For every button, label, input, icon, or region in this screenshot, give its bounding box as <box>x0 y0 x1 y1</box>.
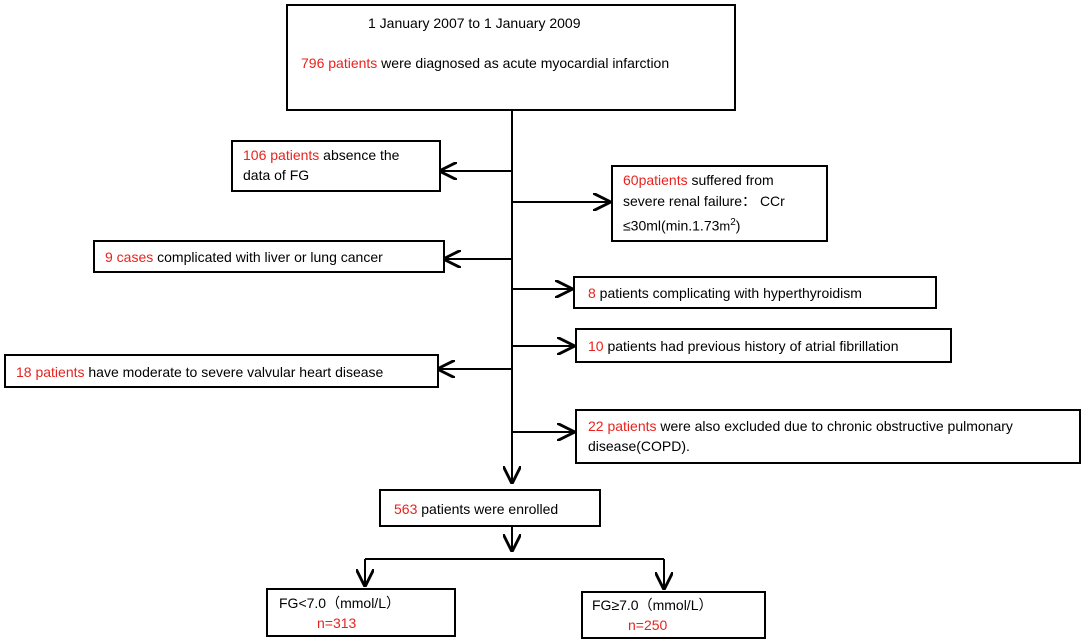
group-low-label: FG<7.0（mmol/L） <box>279 595 400 611</box>
renal-text1: suffered from <box>687 172 774 188</box>
renal-line1: 60patients suffered from <box>623 170 826 191</box>
start-box: 1 January 2007 to 1 January 2009 796 pat… <box>286 4 736 111</box>
valvular-count: 18 patients <box>16 364 85 380</box>
enrolled-count: 563 <box>394 501 418 517</box>
copd-count: 22 patients <box>588 418 657 434</box>
start-text: were diagnosed as acute myocardial infar… <box>377 55 670 71</box>
renal-unit: m <box>719 218 731 234</box>
afib-text: patients had previous history of atrial … <box>603 338 899 354</box>
enrolled-text: patients were enrolled <box>417 501 559 517</box>
cancer-text: complicated with liver or lung cancer <box>153 249 383 265</box>
group-low-n: n=313 <box>317 615 357 631</box>
copd-text1: were also excluded due to chronic obstru… <box>656 418 1013 434</box>
exclusion-afib-box: 10 patients had previous history of atri… <box>575 328 952 363</box>
copd-line1: 22 patients were also excluded due to ch… <box>588 416 1079 436</box>
enrolled-box: 563 patients were enrolled <box>379 489 601 527</box>
exclusion-copd-box: 22 patients were also excluded due to ch… <box>575 409 1081 464</box>
renal-text3b: ) <box>735 217 741 234</box>
fg-missing-line2: data of FG <box>243 167 310 183</box>
group-low-box: FG<7.0（mmol/L） n=313 <box>266 588 456 637</box>
start-count: 796 patients <box>301 55 378 71</box>
renal-line3: ≤30ml(min.1.73m2) <box>623 212 826 237</box>
group-high-box: FG≥7.0（mmol/L） n=250 <box>581 591 766 639</box>
renal-count: 60patients <box>623 172 688 188</box>
exclusion-valvular-box: 18 patients have moderate to severe valv… <box>4 354 439 388</box>
afib-count: 10 <box>588 338 604 354</box>
start-count-line: 796 patients were diagnosed as acute myo… <box>301 53 669 73</box>
group-high-n: n=250 <box>628 617 668 633</box>
renal-sup: 2 <box>730 217 736 228</box>
fg-missing-count: 106 patients <box>243 147 320 163</box>
cancer-count: 9 cases <box>105 249 154 265</box>
exclusion-fg-missing-box: 106 patients absence the data of FG <box>231 140 441 192</box>
thyroid-count: 8 <box>588 285 596 301</box>
renal-line2: severe renal failure： CCr <box>623 193 785 209</box>
thyroid-text: patients complicating with hyperthyroidi… <box>595 285 862 301</box>
fg-missing-text1: absence the <box>319 147 400 163</box>
date-range-label: 1 January 2007 to 1 January 2009 <box>368 15 581 31</box>
exclusion-renal-box: 60patients suffered from severe renal fa… <box>611 165 828 242</box>
renal-text3a: ≤30ml(min.1.73 <box>623 217 720 234</box>
copd-line2: disease(COPD). <box>588 438 690 454</box>
exclusion-cancer-box: 9 cases complicated with liver or lung c… <box>93 240 445 273</box>
valvular-text: have moderate to severe valvular heart d… <box>84 364 384 380</box>
fg-missing-line1: 106 patients absence the <box>243 145 439 165</box>
group-high-label: FG≥7.0（mmol/L） <box>592 597 713 613</box>
exclusion-thyroid-box: 8 patients complicating with hyperthyroi… <box>573 276 937 309</box>
